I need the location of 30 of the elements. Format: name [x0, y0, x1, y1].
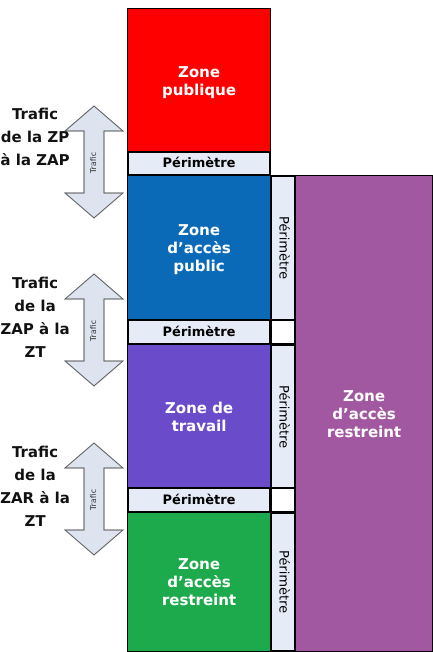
zone-name: Zone d’accès public: [166, 221, 232, 275]
perimeter-band: [127, 319, 271, 345]
traffic-caption: Trafic de la ZAP à la ZT: [0, 273, 70, 363]
perimeter-label: Périmètre: [162, 492, 236, 508]
zone-name: Zone d’accès restreint: [326, 386, 402, 440]
zone-block: [295, 175, 433, 652]
perimeter-band: [270, 512, 296, 652]
perimeter-band: [127, 487, 271, 513]
zone-block: [127, 512, 271, 652]
junction-box: [270, 487, 296, 513]
zone-name: Zone d’accès restreint: [160, 555, 238, 609]
zone-block: [127, 344, 271, 489]
perimeter-label: Périmètre: [276, 550, 290, 614]
zone-block: [127, 175, 271, 321]
perimeter-band: [270, 175, 296, 321]
perimeter-label: Périmètre: [276, 384, 290, 448]
traffic-caption: Trafic de la ZP à la ZAP: [0, 104, 70, 171]
perimeter-band: [270, 344, 296, 489]
perimeter-band: [127, 151, 271, 176]
perimeter-label: Périmètre: [162, 324, 236, 340]
arrow-label: Trafic: [90, 319, 98, 341]
perimeter-label: Périmètre: [162, 156, 236, 171]
arrow-label: Trafic: [90, 151, 98, 173]
traffic-caption: Trafic de la ZAR à la ZT: [0, 442, 70, 532]
zone-name: Zone publique: [160, 62, 238, 98]
arrow-label: Trafic: [90, 488, 98, 510]
zone-name: Zone de travail: [164, 398, 234, 434]
zone-block: [127, 8, 271, 153]
perimeter-label: Périmètre: [276, 216, 290, 280]
junction-box: [270, 319, 296, 345]
